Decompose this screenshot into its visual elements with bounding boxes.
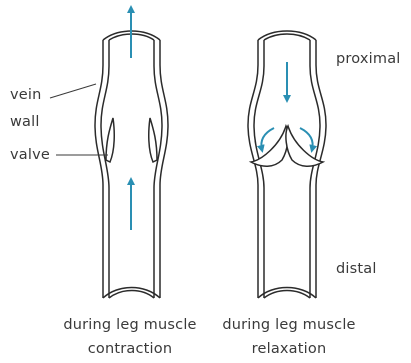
distal-label: distal bbox=[336, 260, 377, 278]
left-caption-line2: contraction bbox=[45, 340, 215, 358]
left-vein-outer-wall-left bbox=[95, 40, 103, 298]
left-caption-line1: during leg muscle bbox=[45, 316, 215, 334]
left-vein-bottom-opening bbox=[103, 288, 160, 299]
left-vein bbox=[95, 31, 168, 298]
right-vein-bottom-opening bbox=[258, 288, 316, 299]
right-vein-top-opening bbox=[258, 31, 316, 40]
left-valve-right-cusp bbox=[149, 118, 157, 162]
left-vein-outer-wall-right bbox=[160, 40, 168, 298]
vein-wall-label-line2: wall bbox=[10, 113, 40, 131]
right-vein-outer-wall-left bbox=[248, 40, 258, 298]
right-right-swirl-arrow bbox=[300, 128, 313, 150]
vein-wall-label-line1: vein bbox=[10, 86, 42, 104]
valve-label: valve bbox=[10, 146, 50, 164]
right-caption-line1: during leg muscle bbox=[204, 316, 374, 334]
flow-arrows bbox=[131, 8, 313, 230]
right-left-swirl-arrow bbox=[261, 128, 274, 150]
proximal-label: proximal bbox=[336, 50, 401, 68]
right-vein-outer-wall-right bbox=[316, 40, 326, 298]
vein-wall-pointer-line bbox=[50, 84, 96, 98]
right-caption-line2: relaxation bbox=[204, 340, 374, 358]
